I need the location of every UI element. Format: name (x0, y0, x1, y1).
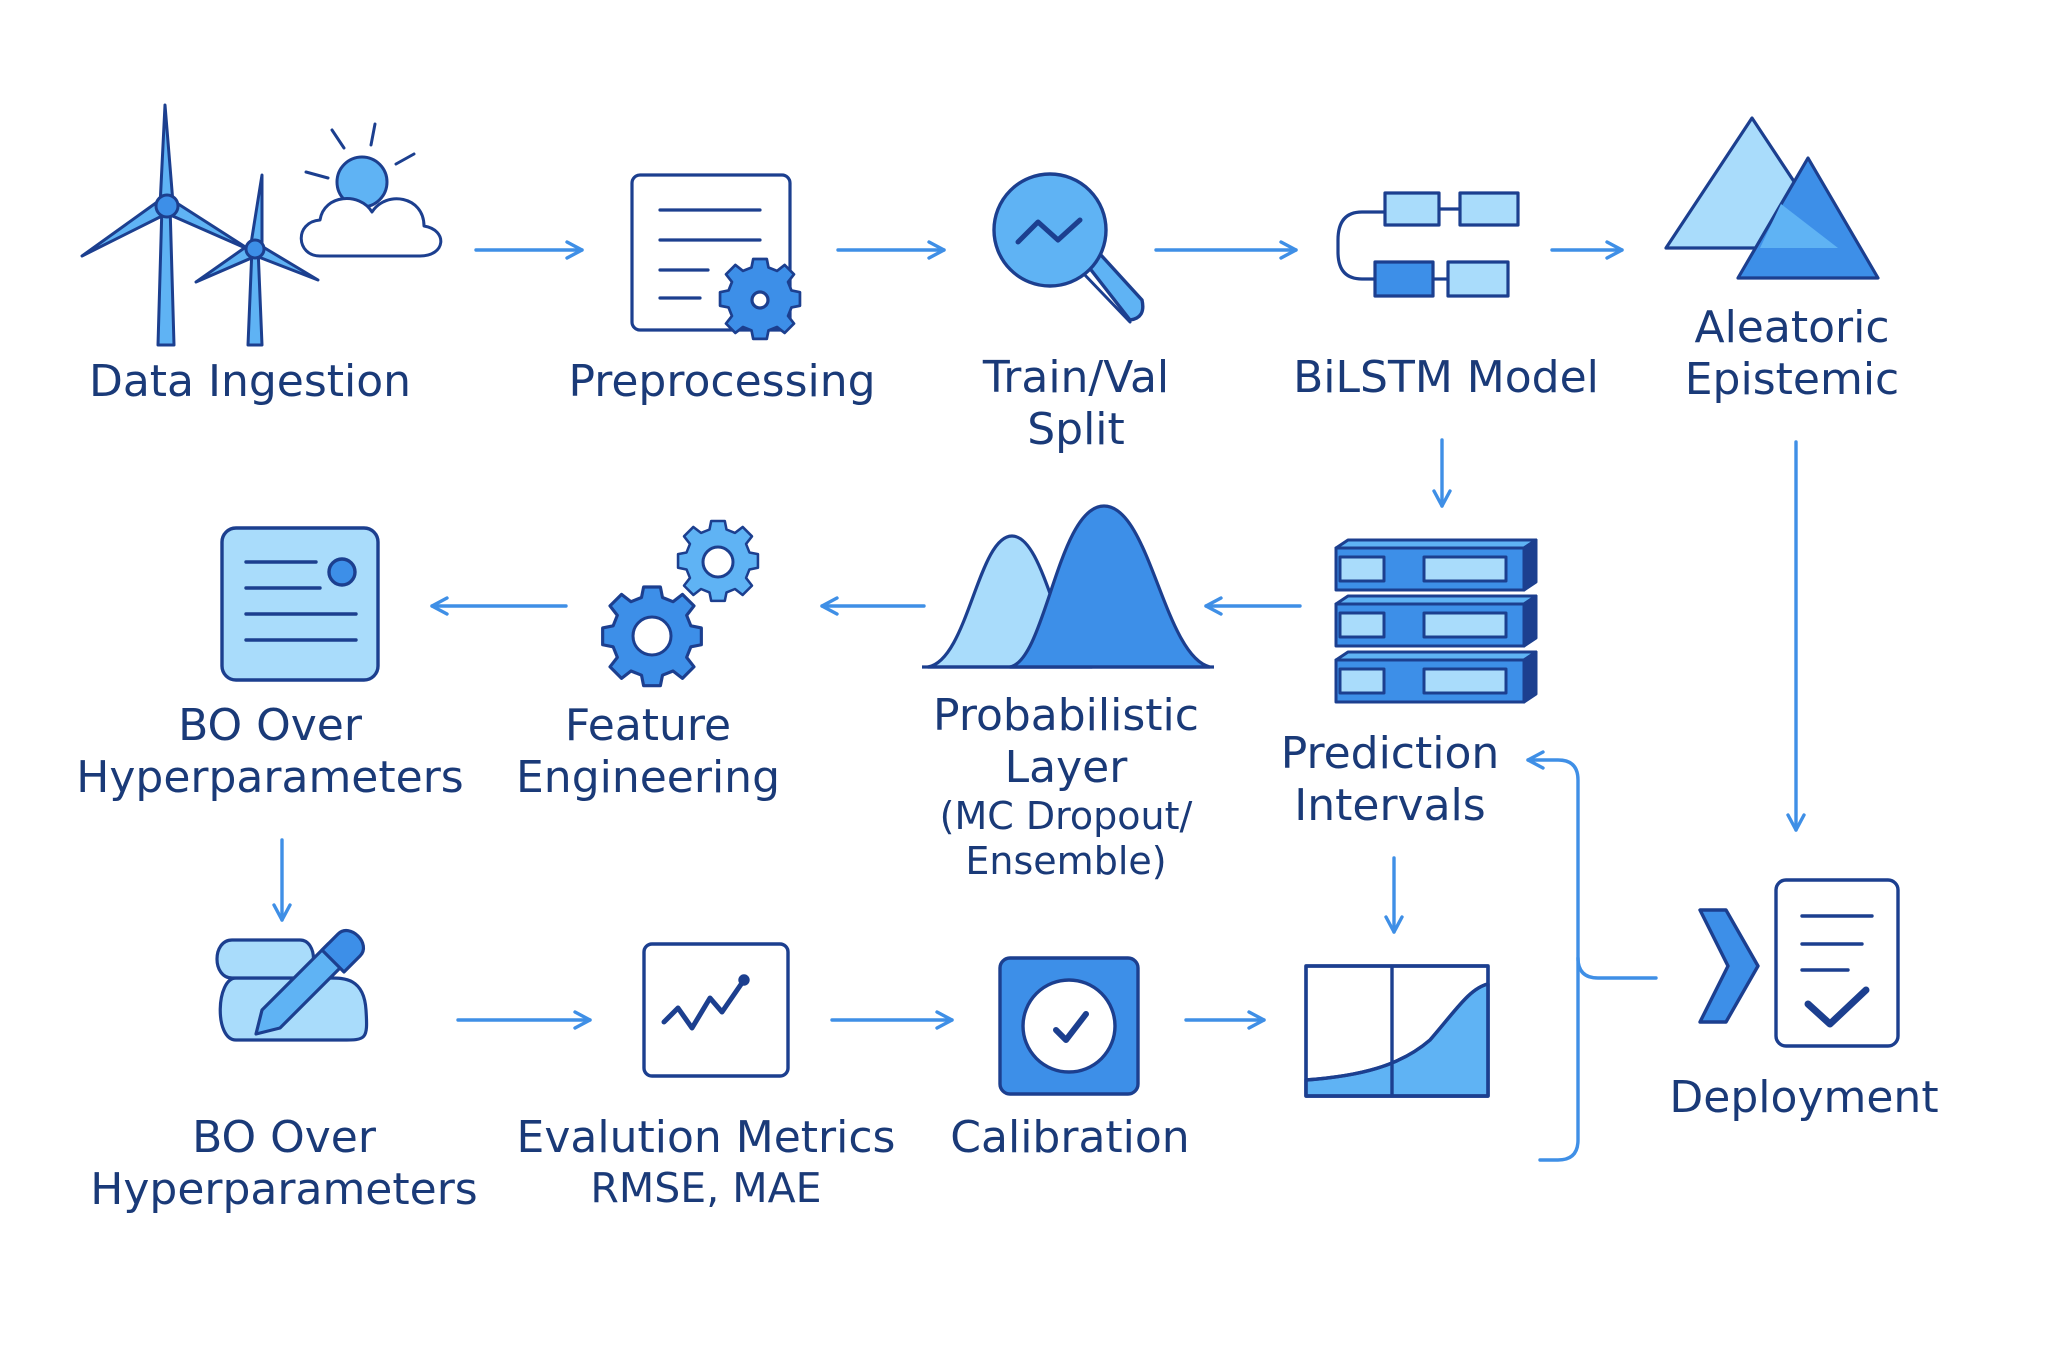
label-feature-engineering: Feature Engineering (516, 700, 780, 804)
calibration-check-icon (998, 956, 1140, 1096)
label-line: Data Ingestion (88, 356, 412, 407)
label-bo-hyperparameters-bottom: BO Over Hyperparameters (90, 1112, 477, 1216)
label-deployment: Deployment (1669, 1072, 1938, 1124)
label-line: Epistemic (1684, 353, 1900, 405)
interval-plot-icon (1304, 964, 1490, 1098)
label-probabilistic-layer: Probabilistic Layer (MC Dropout/ Ensembl… (933, 690, 1199, 883)
label-line: Engineering (516, 751, 780, 803)
label-data-ingestion: Data Ingestion (89, 356, 411, 408)
label-line: BO Over (178, 700, 362, 751)
label-line: (MC Dropout/ (939, 793, 1193, 838)
label-calibration: Calibration (950, 1112, 1189, 1164)
label-line: BO Over (192, 1112, 376, 1163)
label-bo-hyperparameters-top: BO Over Hyperparameters (76, 700, 463, 804)
label-line: Layer (1004, 741, 1128, 793)
stacked-layers-icon (1334, 538, 1538, 704)
label-line: Train/Val (982, 352, 1170, 403)
label-preprocessing: Preprocessing (568, 356, 875, 408)
deploy-checklist-icon (1698, 878, 1900, 1048)
label-evaluation-metrics: Evalution Metrics RMSE, MAE (517, 1112, 896, 1212)
label-line: Hyperparameters (76, 751, 464, 803)
feedback-bracket-lower (1538, 956, 1580, 1162)
label-bilstm-model: BiLSTM Model (1293, 352, 1599, 404)
label-line: Deployment (1669, 1072, 1939, 1123)
label-line: Aleatoric (1694, 302, 1890, 353)
label-line: Prediction (1280, 728, 1500, 779)
label-line: Evalution Metrics (516, 1112, 896, 1163)
label-line: Split (1027, 403, 1125, 455)
label-line: Preprocessing (568, 356, 876, 407)
label-train-val-split: Train/Val Split (983, 352, 1169, 456)
label-line: RMSE, MAE (590, 1163, 822, 1212)
distribution-curves-icon (922, 504, 1214, 669)
triangles-icon (1664, 116, 1880, 280)
document-gear-icon (630, 173, 802, 341)
arrow-feedback-loop (1526, 750, 1658, 980)
label-line: Probabilistic (933, 690, 1199, 741)
network-blocks-icon (1336, 191, 1520, 298)
label-line: BiLSTM Model (1293, 352, 1599, 403)
line-chart-icon (642, 942, 790, 1078)
label-uncertainty: Aleatoric Epistemic (1685, 302, 1899, 406)
flow-arrows (272, 240, 1806, 1030)
gears-icon (601, 519, 760, 688)
optimizer-pencil-icon (215, 928, 369, 1042)
label-line: Calibration (950, 1112, 1190, 1163)
document-card-icon (220, 526, 380, 682)
label-line: Intervals (1294, 779, 1486, 831)
label-prediction-intervals: Prediction Intervals (1281, 728, 1500, 832)
label-line: Hyperparameters (90, 1163, 478, 1215)
label-line: Ensemble) (965, 838, 1167, 883)
magnifier-icon (992, 172, 1145, 324)
wind-turbine-sun-icon (80, 103, 443, 347)
label-line: Feature (564, 700, 732, 751)
